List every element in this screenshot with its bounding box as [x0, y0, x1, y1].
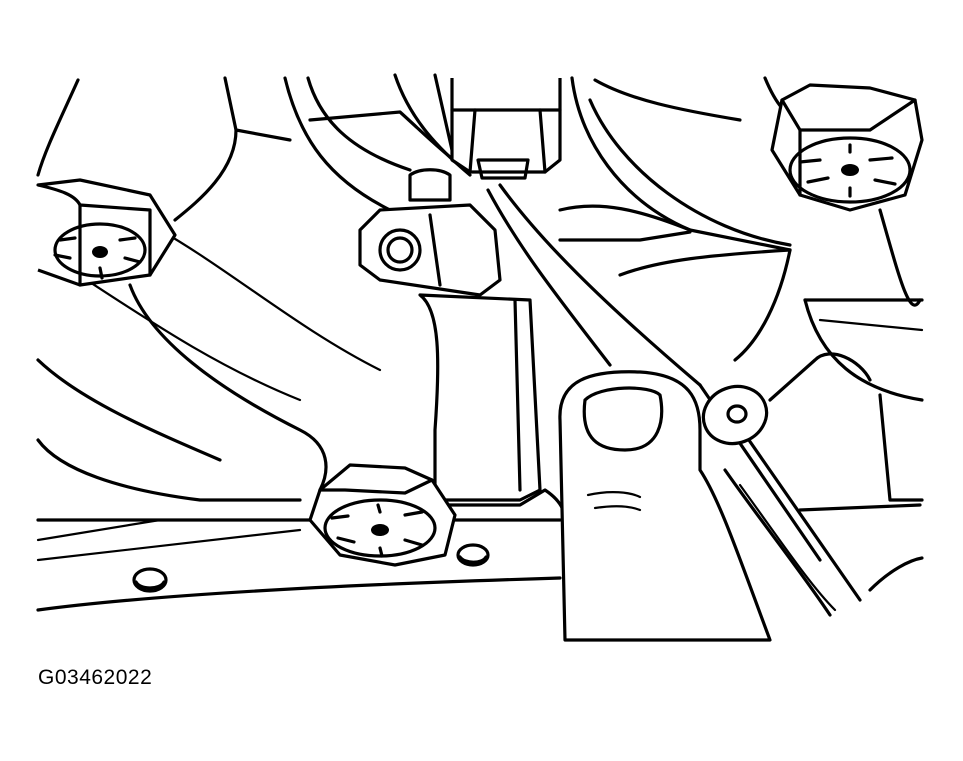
dowel-pins: [132, 543, 490, 593]
pick-tool: [486, 183, 872, 617]
thumb: [558, 370, 772, 642]
top-center-bolt: [450, 78, 562, 180]
figure-id-label: G03462022: [38, 666, 153, 689]
right-hex-bolt: [770, 83, 924, 212]
sensor-housing: [358, 168, 502, 297]
bottom-hex-bolt: [308, 463, 457, 567]
left-hex-bolt: [36, 178, 177, 287]
mounting-bracket: [418, 293, 567, 522]
washer: [701, 384, 769, 446]
